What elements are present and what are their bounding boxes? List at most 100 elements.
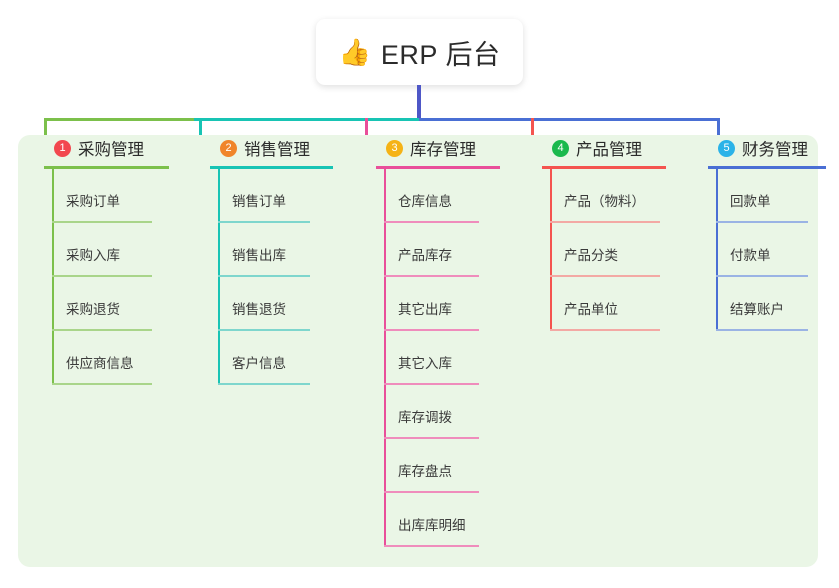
menu-item[interactable]: 采购退货 <box>52 277 194 331</box>
bus-segment-3 <box>419 118 719 121</box>
menu-item[interactable]: 回款单 <box>716 169 838 223</box>
root-title-card[interactable]: 👍 ERP 后台 <box>316 19 523 85</box>
menu-item-label: 库存盘点 <box>398 464 452 479</box>
column-2: 2 销售管理销售订单销售出库销售退货客户信息 <box>210 135 360 385</box>
column-header-5[interactable]: 5 财务管理 <box>708 135 838 161</box>
menu-item-label: 出库库明细 <box>398 518 466 533</box>
menu-item[interactable]: 仓库信息 <box>384 169 526 223</box>
menu-item-underline <box>550 275 660 277</box>
menu-item[interactable]: 产品库存 <box>384 223 526 277</box>
menu-item-underline <box>52 383 152 385</box>
menu-item-underline <box>716 275 808 277</box>
menu-item-label: 产品分类 <box>564 248 618 263</box>
column-badge-icon-5: 5 <box>718 139 735 157</box>
menu-item-underline <box>384 221 479 223</box>
menu-item-label: 采购入库 <box>66 248 120 263</box>
menu-item[interactable]: 客户信息 <box>218 331 360 385</box>
menu-item-underline <box>218 275 310 277</box>
menu-item[interactable]: 付款单 <box>716 223 838 277</box>
column-title-label: 财务管理 <box>742 141 808 159</box>
menu-item[interactable]: 其它入库 <box>384 331 526 385</box>
menu-item[interactable]: 产品（物料） <box>550 169 702 223</box>
column-5: 5 财务管理回款单付款单结算账户 <box>708 135 838 331</box>
menu-item-label: 销售退货 <box>232 302 286 317</box>
menu-item-label: 采购退货 <box>66 302 120 317</box>
menu-item-underline <box>550 329 660 331</box>
menu-item-label: 仓库信息 <box>398 194 452 209</box>
column-items-1: 采购订单采购入库采购退货供应商信息 <box>52 169 194 385</box>
menu-item[interactable]: 供应商信息 <box>52 331 194 385</box>
column-title-label: 销售管理 <box>244 141 310 159</box>
bus-segment-2 <box>194 118 419 121</box>
column-spine-4 <box>550 169 552 331</box>
menu-item[interactable]: 产品单位 <box>550 277 702 331</box>
column-spine-1 <box>52 169 54 385</box>
menu-item-label: 产品单位 <box>564 302 618 317</box>
root-title-label: ERP 后台 <box>380 39 501 70</box>
menu-item-label: 其它入库 <box>398 356 452 371</box>
menu-item[interactable]: 销售退货 <box>218 277 360 331</box>
menu-item[interactable]: 其它出库 <box>384 277 526 331</box>
menu-item[interactable]: 采购入库 <box>52 223 194 277</box>
column-underline-4 <box>542 166 666 169</box>
column-underline-3 <box>376 166 500 169</box>
menu-item-underline <box>384 437 479 439</box>
menu-item-label: 其它出库 <box>398 302 452 317</box>
column-spine-3 <box>384 169 386 547</box>
menu-item-underline <box>384 275 479 277</box>
column-badge-icon-3: 3 <box>386 139 403 157</box>
menu-item-label: 销售订单 <box>232 194 286 209</box>
menu-item[interactable]: 销售订单 <box>218 169 360 223</box>
menu-item-label: 结算账户 <box>730 302 784 317</box>
column-3: 3 库存管理仓库信息产品库存其它出库其它入库库存调拨库存盘点出库库明细 <box>376 135 526 547</box>
column-badge-icon-4: 4 <box>552 139 569 157</box>
menu-item[interactable]: 结算账户 <box>716 277 838 331</box>
column-items-5: 回款单付款单结算账户 <box>716 169 838 331</box>
menu-item-underline <box>384 545 479 547</box>
menu-item-underline <box>550 221 660 223</box>
column-underline-5 <box>708 166 826 169</box>
menu-item-underline <box>384 491 479 493</box>
bus-segment-1 <box>44 118 194 121</box>
column-spine-5 <box>716 169 718 331</box>
menu-item-underline <box>716 221 808 223</box>
menu-item-label: 客户信息 <box>232 356 286 371</box>
menu-item-label: 库存调拨 <box>398 410 452 425</box>
menu-item[interactable]: 采购订单 <box>52 169 194 223</box>
menu-item-label: 付款单 <box>730 248 771 263</box>
menu-item-underline <box>218 329 310 331</box>
column-spine-2 <box>218 169 220 385</box>
menu-item-underline <box>384 329 479 331</box>
menu-item[interactable]: 出库库明细 <box>384 493 526 547</box>
menu-item-underline <box>384 383 479 385</box>
menu-item-underline <box>52 275 152 277</box>
menu-item-label: 销售出库 <box>232 248 286 263</box>
menu-item-label: 回款单 <box>730 194 771 209</box>
menu-item-underline <box>218 383 310 385</box>
column-underline-1 <box>44 166 169 169</box>
menu-item-label: 供应商信息 <box>66 356 134 371</box>
menu-item[interactable]: 销售出库 <box>218 223 360 277</box>
column-header-2[interactable]: 2 销售管理 <box>210 135 360 161</box>
column-badge-icon-2: 2 <box>220 139 237 157</box>
column-badge-icon-1: 1 <box>54 139 71 157</box>
menu-item[interactable]: 库存调拨 <box>384 385 526 439</box>
column-items-4: 产品（物料） 产品分类产品单位 <box>550 169 702 331</box>
menu-item-underline <box>218 221 310 223</box>
menu-item-underline <box>52 221 152 223</box>
column-title-label: 库存管理 <box>410 141 476 159</box>
root-connector-stem <box>417 85 421 121</box>
column-underline-2 <box>210 166 333 169</box>
menu-item[interactable]: 产品分类 <box>550 223 702 277</box>
menu-item-label: 产品（物料） <box>564 194 645 209</box>
column-items-2: 销售订单销售出库销售退货客户信息 <box>218 169 360 385</box>
menu-item[interactable]: 库存盘点 <box>384 439 526 493</box>
column-header-3[interactable]: 3 库存管理 <box>376 135 526 161</box>
menu-item-label: 采购订单 <box>66 194 120 209</box>
